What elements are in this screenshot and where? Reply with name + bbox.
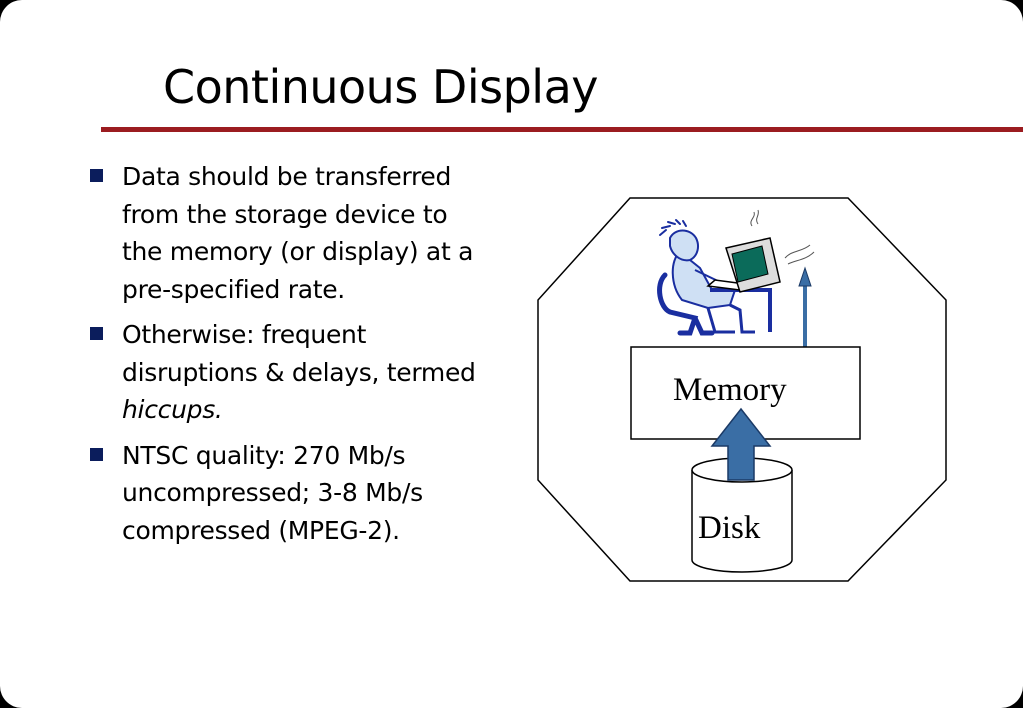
bullet-text: Data should be transferred from the stor… xyxy=(122,162,474,304)
bullet-item: Otherwise: frequent disruptions & delays… xyxy=(88,316,488,429)
storage-diagram: Memory Disk xyxy=(530,190,955,590)
arrow-disk-to-memory xyxy=(710,407,772,481)
bullet-emphasis: hiccups. xyxy=(122,395,223,424)
bullet-item: NTSC quality: 270 Mb/s uncompressed; 3-8… xyxy=(88,437,488,550)
square-bullet-icon xyxy=(90,169,103,182)
arrow-memory-to-user xyxy=(798,266,812,353)
memory-label: Memory xyxy=(673,372,787,408)
person-at-computer-icon xyxy=(657,209,815,336)
slide-title: Continuous Display xyxy=(163,60,599,114)
bullet-text: NTSC quality: 270 Mb/s uncompressed; 3-8… xyxy=(122,440,423,545)
bullet-list: Data should be transferred from the stor… xyxy=(88,158,488,557)
diagram-graphics xyxy=(537,197,947,582)
title-underline xyxy=(101,127,1023,132)
square-bullet-icon xyxy=(90,327,103,340)
square-bullet-icon xyxy=(90,447,103,461)
disk-label: Disk xyxy=(698,510,761,546)
bullet-item: Data should be transferred from the stor… xyxy=(88,158,488,308)
bullet-text: Otherwise: frequent disruptions & delays… xyxy=(122,320,476,387)
